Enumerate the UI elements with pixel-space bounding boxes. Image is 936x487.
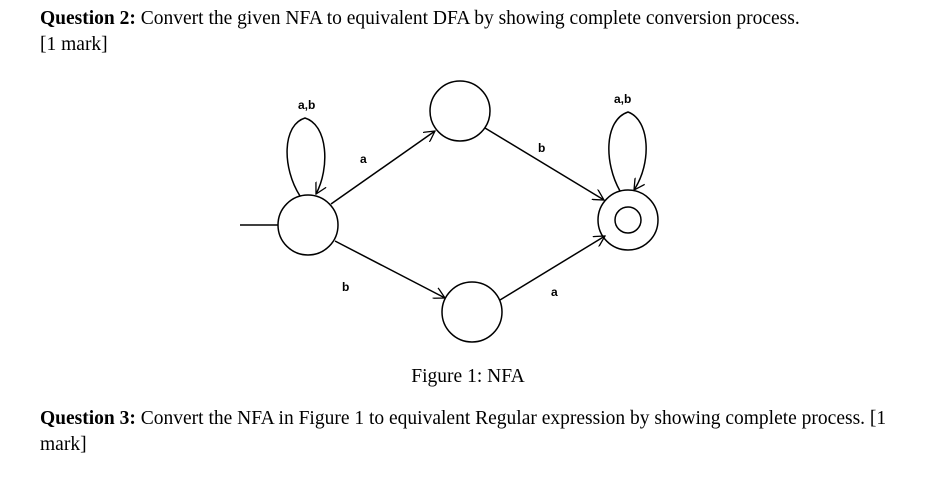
start-self-loop	[286, 117, 325, 197]
state-final-outer	[597, 189, 659, 251]
question-2: Question 2: Convert the given NFA to equ…	[40, 6, 920, 58]
question-3-label: Question 3:	[40, 408, 136, 429]
state-start	[277, 194, 339, 256]
state-top	[429, 80, 491, 142]
figure-caption: Figure 1: NFA	[411, 366, 525, 387]
edge-start-to-top	[330, 131, 435, 205]
question-3-text: Convert the NFA in Figure 1 to equivalen…	[135, 408, 866, 429]
question-2-label: Question 2:	[40, 8, 136, 29]
question-2-text: Convert the given NFA to equivalent DFA …	[135, 8, 800, 29]
question-3-marks: [1 mark]	[40, 408, 887, 455]
label-top-to-final: b	[538, 141, 545, 155]
question-2-marks: [1 mark]	[40, 34, 108, 55]
label-bottom-to-final: a	[551, 285, 558, 299]
final-self-loop	[608, 111, 647, 192]
edge-start-to-bottom	[334, 240, 445, 298]
edge-bottom-to-final	[499, 236, 605, 301]
question-3: Question 3: Convert the NFA in Figure 1 …	[40, 406, 920, 458]
state-bottom	[441, 281, 503, 343]
label-start-loop: a,b	[298, 98, 315, 112]
edge-top-to-final	[484, 127, 604, 200]
label-final-loop: a,b	[614, 92, 631, 106]
state-final-inner	[614, 206, 642, 234]
label-start-to-top: a	[360, 152, 367, 166]
label-start-to-bottom: b	[342, 280, 349, 294]
